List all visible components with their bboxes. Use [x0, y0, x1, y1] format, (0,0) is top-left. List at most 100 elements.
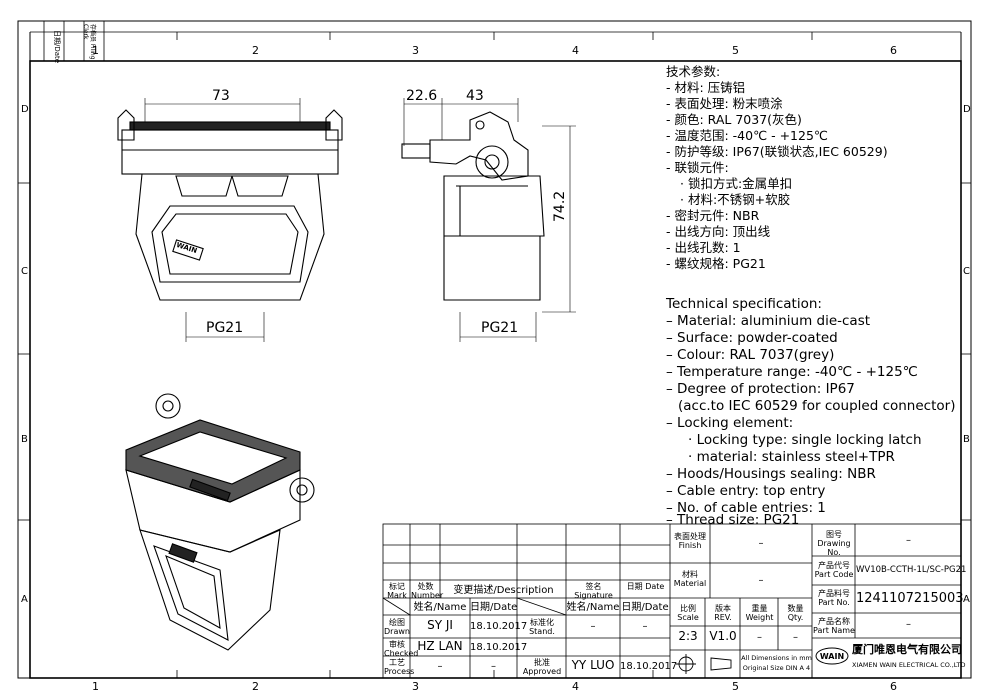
spec-en-line: – No. of cable entries: 1	[666, 500, 826, 516]
zone-row-b: B	[21, 434, 28, 445]
front-view	[117, 109, 343, 301]
qty-value: –	[793, 632, 798, 643]
zone-col-2-bottom: 2	[252, 680, 259, 693]
zone-row-d-right: D	[963, 104, 971, 115]
dim-height: 74.2	[552, 190, 568, 222]
rev-label: 版本 REV.	[714, 604, 732, 622]
side-dim-lines	[403, 98, 576, 342]
dims-note-1: All Dimensions in mm	[741, 654, 812, 662]
spec-cn-line: - 密封元件: NBR	[666, 208, 760, 223]
approved-name: YY LUO	[571, 658, 615, 672]
filing-date-label: 日期/Date	[53, 30, 61, 64]
date-col-label-2: 日期/Date	[621, 602, 669, 613]
part-code-value: WV10B-CCTH-1L/SC-PG21	[856, 565, 967, 575]
zone-col-1-bottom: 1	[92, 680, 99, 693]
filing-box	[43, 20, 105, 62]
rev-mark-label: 标记 Mark	[387, 582, 407, 600]
isometric-view	[125, 393, 315, 651]
title-block-grid	[382, 523, 962, 679]
weight-value: –	[757, 632, 762, 643]
spec-en-line: – Hoods/Housings sealing: NBR	[666, 466, 876, 482]
front-dim-lines	[144, 98, 301, 342]
spec-cn-line: - 材料: 压铸铝	[666, 80, 746, 95]
spec-en-line: – Locking element:	[666, 415, 794, 431]
zone-row-a: A	[21, 594, 28, 605]
approved-date: 18.10.2017	[620, 661, 678, 672]
part-name-value: –	[906, 619, 911, 630]
stand-name: –	[590, 621, 596, 632]
rev-value: V1.0	[709, 629, 737, 643]
zone-col-6: 6	[890, 44, 897, 57]
dim-front-width: 73	[212, 88, 230, 104]
spec-cn-line: - 颜色: RAL 7037(灰色)	[666, 112, 802, 127]
dim-side-width: 43	[466, 88, 484, 104]
projection-symbol-icon	[676, 654, 732, 674]
spec-en-line: – Cable entry: top entry	[666, 483, 826, 499]
weight-label: 重量 Weight	[745, 604, 774, 622]
name-col-label-2: 姓名/Name	[566, 602, 620, 613]
spec-en-line: – Surface: powder-coated	[666, 330, 838, 346]
spec-cn-line: - 联锁元件:	[666, 160, 729, 175]
zone-col-5-bottom: 5	[732, 680, 739, 693]
date-col-label: 日期/Date	[470, 602, 518, 613]
process-name: –	[437, 661, 443, 672]
spec-cn-line: - 表面处理: 粉末喷涂	[666, 96, 783, 111]
spec-cn-line: 技术参数:	[666, 64, 721, 79]
zone-col-1: 1	[92, 44, 99, 57]
stand-date: –	[642, 621, 648, 632]
spec-en-line: · Locking type: single locking latch	[688, 432, 922, 448]
zone-col-4: 4	[572, 44, 579, 57]
spec-cn-line: - 温度范围: -40℃ - +125℃	[666, 128, 828, 143]
part-no-value: 1241107215003	[856, 591, 964, 606]
stand-label: 标准化 Stand.	[529, 618, 555, 636]
process-label: 工艺 Process	[384, 658, 415, 676]
drawn-date: 18.10.2017	[470, 621, 528, 632]
checked-name: HZ LAN	[417, 639, 463, 653]
zone-row-a-right: A	[963, 594, 970, 605]
drawn-label: 绘图 Drawn	[384, 618, 410, 636]
spec-cn-line: - 出线方向: 顶出线	[666, 224, 771, 239]
zone-row-c-right: C	[963, 266, 970, 277]
name-col-label: 姓名/Name	[413, 602, 467, 613]
rev-date-label: 日期 Date	[626, 582, 665, 591]
dim-thread-front: PG21	[206, 320, 244, 336]
zone-col-3-bottom: 3	[412, 680, 419, 693]
side-view	[401, 111, 545, 301]
process-date: –	[491, 661, 496, 672]
spec-en-line: – Temperature range: -40℃ - +125℃	[666, 364, 918, 380]
part-code-label: 产品代号 Part Code	[814, 561, 854, 579]
spec-en-line: – Degree of protection: IP67	[666, 381, 855, 397]
approved-label: 批准 Approved	[522, 658, 562, 676]
spec-cn-line: · 材料:不锈钢+软胶	[680, 192, 791, 207]
dim-thread-side: PG21	[481, 320, 519, 336]
dims-note-2: Original Size DIN A 4	[742, 664, 811, 672]
spec-en-line: Technical specification:	[666, 296, 822, 312]
spec-cn-line: · 锁扣方式:金属单扣	[680, 176, 793, 191]
spec-en-line: – Thread size: PG21	[666, 512, 800, 528]
spec-cn-line: - 出线孔数: 1	[666, 240, 741, 255]
material-label: 材料 Material	[673, 570, 707, 588]
zone-row-b-right: B	[963, 434, 970, 445]
rev-signature-label: 签名 Signature	[574, 582, 613, 600]
filing-clerk-label: 存档员 Filing Clerk	[82, 24, 96, 60]
qty-label: 数量 Qty.	[787, 604, 804, 622]
checked-label: 审核 Checked	[384, 640, 419, 658]
spec-en-line: · material: stainless steel+TPR	[688, 449, 895, 465]
zone-row-d: D	[21, 104, 29, 115]
zone-col-5: 5	[732, 44, 739, 57]
zone-col-4-bottom: 4	[572, 680, 579, 693]
zone-col-3: 3	[412, 44, 419, 57]
scale-label: 比例 Scale	[677, 604, 699, 622]
scale-value: 2:3	[678, 629, 698, 643]
drawing-no-label: 图号 Drawing No.	[817, 530, 851, 557]
part-name-label: 产品名称 Part Name	[813, 617, 855, 635]
checked-date: 18.10.2017	[470, 642, 528, 653]
material-value: –	[758, 575, 764, 586]
company-name-en: XIAMEN WAIN ELECTRICAL CO.,LTD	[852, 661, 966, 669]
company-name-cn: 厦门唯恩电气有限公司	[852, 643, 962, 656]
finish-value: –	[758, 538, 764, 549]
company-logo-icon	[815, 647, 849, 665]
spec-en-line: (acc.to IEC 60529 for coupled connector)	[678, 398, 956, 414]
spec-cn-line: - 螺纹规格: PG21	[666, 256, 766, 271]
